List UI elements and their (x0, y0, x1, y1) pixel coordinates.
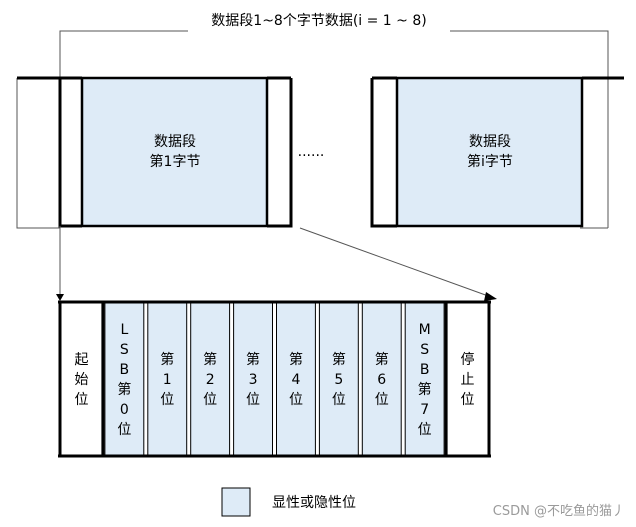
expand-line-right (299, 227, 492, 298)
byte-i-line1: 数据段 (469, 134, 511, 150)
watermark: CSDN @不吃鱼的猫丿 (493, 503, 625, 519)
bit-row-frame (58, 300, 491, 458)
legend-label: 显性或隐性位 (272, 495, 356, 511)
bit-cell-6 (318, 301, 359, 457)
bit-cell-1 (104, 301, 145, 457)
span-bracket (59, 30, 609, 78)
bit-label-0: 起始位 (74, 352, 88, 408)
ellipsis: ...... (298, 144, 325, 160)
bit-cell-7 (361, 301, 402, 457)
frame-outline (16, 78, 60, 229)
bit-cell-5 (276, 301, 316, 457)
byte-1-box (80, 76, 269, 228)
span-title: 数据段1~8个字节数据(i = 1 ~ 8) (211, 13, 426, 29)
bit-cell-2 (147, 301, 188, 457)
byte-i-line2: 第i字节 (467, 153, 513, 170)
bit-label-9: 停止位 (461, 351, 475, 408)
expand-arrow-right (484, 292, 497, 301)
expand-arrow-left (56, 294, 64, 301)
bit-cell-3 (190, 301, 231, 457)
byte-i-box (395, 76, 584, 228)
legend-swatch (221, 487, 251, 517)
bit-cell-4 (233, 301, 274, 457)
byte-1-line1: 数据段 (154, 134, 196, 150)
bit-cell-0 (60, 302, 103, 456)
byte-1-line2: 第1字节 (150, 153, 201, 170)
bit-cell-9 (446, 302, 489, 456)
